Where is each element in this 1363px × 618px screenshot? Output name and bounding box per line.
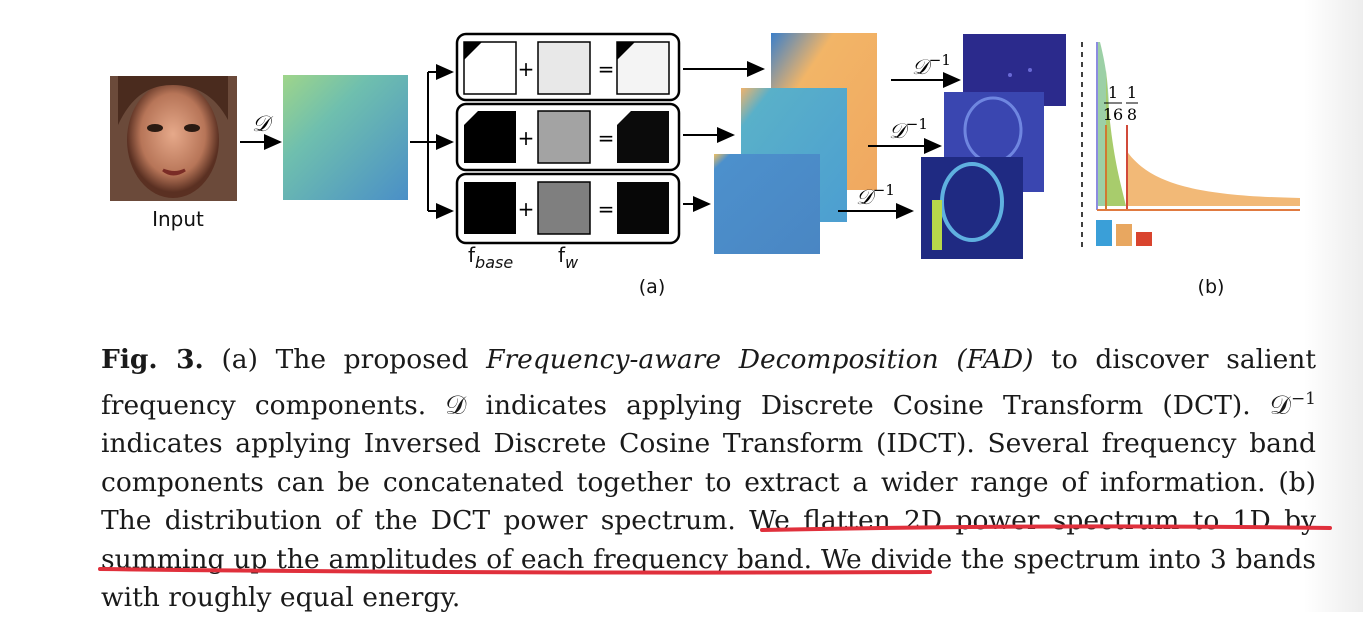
dct-symbol: 𝒟 — [252, 112, 274, 137]
split-arrows — [410, 64, 454, 219]
idct-symbol-1: 𝒟−1 — [912, 51, 951, 79]
dct-spectrum-image — [283, 75, 408, 200]
caption-tail: We divide the spectrum into 3 bands with… — [101, 543, 1316, 614]
input-label: Input — [152, 207, 204, 231]
input-face-image — [110, 76, 237, 201]
figure-number: Fig. 3. — [101, 344, 204, 375]
fraction-1-8-num: 1 — [1127, 83, 1137, 102]
filter-row-low: + = — [455, 32, 681, 102]
fad-figure: Input 𝒟 + = + = + = — [110, 32, 1300, 298]
equals-sign: = — [598, 197, 615, 221]
caption-fad-term: Frequency-aware Decomposition (FAD) — [486, 344, 1034, 375]
filter-row-mid: + = — [455, 102, 681, 172]
power-spectrum-plot — [1096, 42, 1300, 211]
idct-symbol-2: 𝒟−1 — [889, 115, 928, 143]
plus-sign: + — [518, 57, 535, 81]
caption-dinv-exponent: −1 — [1290, 388, 1316, 409]
caption-after-dinv: indicates applying Inversed Discrete Cos… — [101, 428, 1316, 537]
page-edge-shadow — [1303, 0, 1363, 612]
caption-after-fad: to discover salient frequency components… — [101, 344, 1317, 421]
plus-sign: + — [518, 126, 535, 150]
fraction-1-8-den: 8 — [1127, 105, 1137, 124]
fraction-1-16-den: 16 — [1103, 105, 1123, 124]
filter-row-high: + = — [455, 172, 681, 245]
figure-caption: Fig. 3. (a) The proposed Frequency-aware… — [101, 341, 1316, 618]
subfig-label-a: (a) — [639, 276, 665, 298]
fraction-1-16-num: 1 — [1108, 83, 1118, 102]
filtered-spectrum-low — [714, 154, 820, 254]
equals-sign: = — [598, 126, 615, 150]
band-bar-mid — [1116, 224, 1132, 246]
equals-sign: = — [598, 57, 615, 81]
band-bar-low — [1096, 220, 1112, 246]
f-w-label: fw — [558, 243, 579, 272]
f-base-label: fbase — [468, 243, 513, 272]
caption-part-a: (a) The proposed — [221, 344, 487, 375]
band-bar-high — [1136, 232, 1152, 246]
idct-symbol-3: 𝒟−1 — [856, 181, 895, 209]
plus-sign: + — [518, 197, 535, 221]
subfig-label-b: (b) — [1198, 276, 1225, 298]
